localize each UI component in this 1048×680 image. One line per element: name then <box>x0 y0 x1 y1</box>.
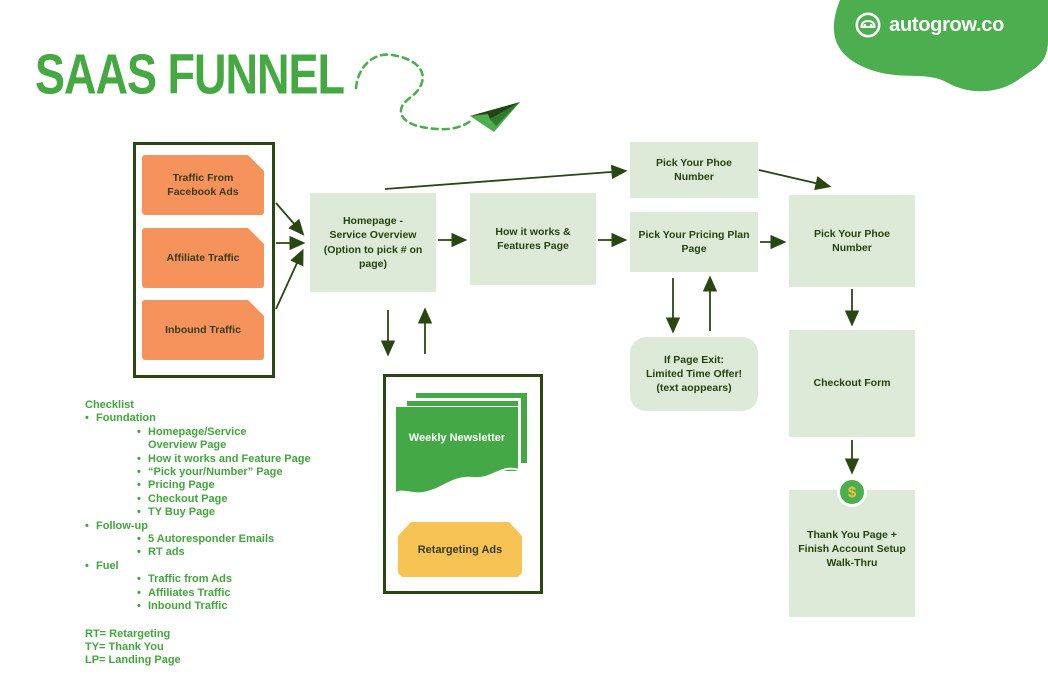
flow-step-pick-phone-number-top: Pick Your Phoe Number <box>630 142 758 198</box>
newsletter-label: Weekly Newsletter <box>408 432 506 444</box>
checklist-section-fuel: Fuel <box>85 560 325 574</box>
dashed-squiggle-and-paper-plane-icon <box>354 53 520 132</box>
checklist-item: Traffic from Ads <box>137 573 325 587</box>
checklist-item: TY Buy Page <box>137 506 325 520</box>
dollar-symbol: $ <box>847 483 857 501</box>
arrow-phone-top-to-phone-right <box>758 169 832 191</box>
flow-step-exit-offer: If Page Exit: Limited Time Offer! (text … <box>630 337 758 411</box>
retargeting-ads-box: Retargeting Ads <box>398 522 522 577</box>
checklist-item: Homepage/Service Overview Page <box>137 426 325 453</box>
arrow-homepage-to-phone-top <box>384 164 628 190</box>
legend-ty: TY= Thank You <box>85 640 164 653</box>
checklist-item: Checkout Page <box>137 493 325 507</box>
legend-lp: LP= Landing Page <box>85 654 181 667</box>
checklist-item: How it works and Feature Page <box>137 453 325 467</box>
newsletter-page-front <box>395 406 519 496</box>
checklist-title: Checklist <box>85 399 134 411</box>
checklist-item: RT ads <box>137 546 325 560</box>
checklist-section-foundation: Foundation <box>85 412 325 426</box>
checklist-legend: RT= Retargeting TY= Thank You LP= Landin… <box>85 628 325 668</box>
flow-step-how-it-works: How it works & Features Page <box>470 193 596 285</box>
legend-rt: RT= Retargeting <box>85 627 171 640</box>
traffic-source-facebook-ads: Traffic From Facebook Ads <box>142 155 264 215</box>
checklist-item: Inbound Traffic <box>137 600 325 614</box>
brand-name: autogrow.co <box>889 13 1004 36</box>
checklist-item: “Pick your/Number” Page <box>137 466 325 480</box>
flow-step-checkout-form: Checkout Form <box>789 330 915 437</box>
arrow-facebook-to-homepage <box>275 202 305 236</box>
checklist-section-follow-up: Follow-up <box>85 520 325 534</box>
brand-blob-shape <box>833 0 1048 92</box>
checklist-item: Affiliates Traffic <box>137 587 325 601</box>
brand-logo: autogrow.co <box>855 12 1004 38</box>
paper-plane-icon <box>470 102 520 132</box>
traffic-source-affiliate: Affiliate Traffic <box>142 228 264 288</box>
page-title: SAAS FUNNEL <box>35 42 345 106</box>
flow-step-homepage: Homepage - Service Overview (Option to p… <box>310 193 436 292</box>
car-face-icon <box>855 12 881 38</box>
flow-step-pricing-plan: Pick Your Pricing Plan Page <box>630 212 758 272</box>
checklist-item: Pricing Page <box>137 479 325 493</box>
checklist-item: 5 Autoresponder Emails <box>137 533 325 547</box>
traffic-source-inbound: Inbound Traffic <box>142 300 264 360</box>
checklist: Checklist Foundation Homepage/Service Ov… <box>85 399 325 668</box>
arrow-inbound-to-homepage <box>275 248 304 310</box>
dollar-icon: $ <box>837 477 867 507</box>
flow-step-thank-you: Thank You Page + Finish Account Setup Wa… <box>789 490 915 617</box>
flow-step-pick-phone-number-right: Pick Your Phoe Number <box>789 195 915 287</box>
